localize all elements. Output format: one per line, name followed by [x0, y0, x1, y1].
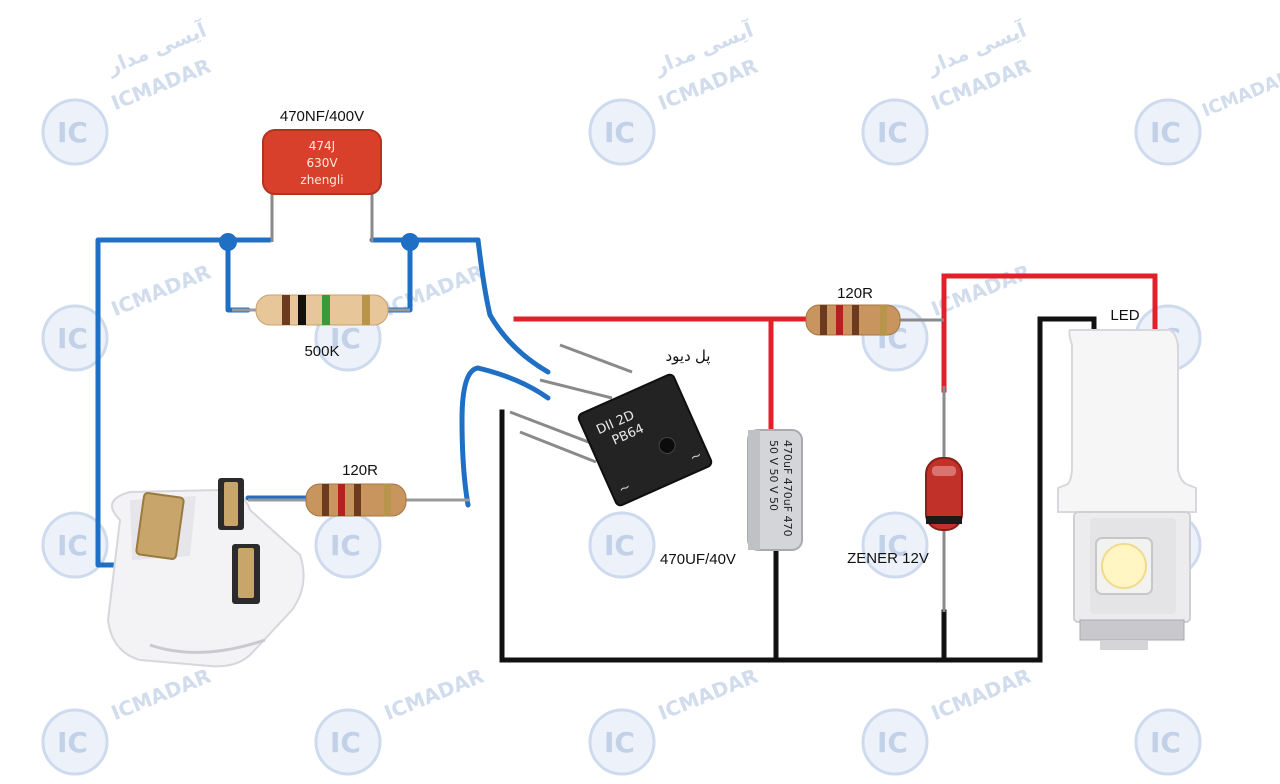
film-cap-marking-1: 474J	[309, 139, 335, 153]
watermark-brand: ICMADAR	[655, 664, 761, 726]
watermark-badge: IC	[604, 726, 635, 759]
resistor-120r-right-label: 120R	[837, 285, 873, 302]
resistor-120r-left	[248, 483, 470, 517]
film-cap-marking-2: 630V	[306, 156, 338, 170]
watermark-badge: IC	[1150, 116, 1181, 149]
electrolytic-marking-1: 50 V 50 V 50	[767, 440, 780, 511]
bridge-label: پل دیود	[666, 348, 711, 366]
resistor-500k	[232, 294, 410, 326]
watermark-brand: ICMADAR	[108, 260, 214, 322]
resistor-120r-right	[805, 304, 901, 336]
watermark-badge: IC	[604, 529, 635, 562]
watermark-badge: IC	[330, 322, 361, 355]
watermark: IC ICMADAR	[861, 664, 1034, 776]
electrolytic-label: 470UF/40V	[660, 551, 736, 568]
film-capacitor-label: 470NF/400V	[280, 108, 364, 125]
watermark: IC ICMADAR	[41, 260, 214, 372]
watermark-badge: IC	[877, 529, 908, 562]
watermark: IC ICMADAR آیسی مدار	[861, 16, 1034, 166]
watermark-badge: IC	[330, 529, 361, 562]
led-label: LED	[1110, 307, 1139, 324]
watermark-badge: IC	[604, 116, 635, 149]
watermark: IC ICMADAR	[41, 664, 214, 776]
junction-dot	[401, 233, 419, 251]
watermark-badge: IC	[57, 116, 88, 149]
electrolytic-marking-2: 470uF 470uF 470	[781, 440, 794, 537]
lead	[519, 430, 597, 464]
electrolytic-capacitor: 50 V 50 V 50 470uF 470uF 470	[747, 429, 803, 551]
wire-blue-to-bridge-1	[475, 237, 551, 375]
zener-diode	[925, 386, 963, 612]
watermark: IC	[1134, 708, 1202, 776]
watermark: IC ICMADAR	[314, 664, 487, 776]
watermark: IC ICMADAR آیسی مدار	[41, 16, 214, 166]
mains-plug	[106, 478, 305, 668]
watermark-badge: IC	[57, 529, 88, 562]
film-cap-marking-3: zhengli	[300, 173, 343, 187]
wire-blue-res500k-left	[225, 237, 251, 313]
zener-label: ZENER 12V	[847, 550, 929, 567]
watermark: IC	[588, 511, 656, 579]
watermark-brand: ICMADAR	[928, 664, 1034, 726]
resistor-120r-left-label: 120R	[342, 462, 378, 479]
resistor-500k-label: 500K	[304, 343, 339, 360]
watermark: IC	[41, 511, 109, 579]
watermark: IC ICMADAR آیسی مدار	[588, 16, 761, 166]
film-capacitor: 474J 630V zhengli	[262, 129, 382, 195]
watermark-badge: IC	[57, 726, 88, 759]
watermark-brand: ICMADAR	[108, 664, 214, 726]
lead	[539, 378, 613, 400]
lead	[559, 343, 633, 374]
watermark: IC	[314, 511, 382, 579]
watermark-brand: ICMADAR	[1199, 67, 1280, 122]
watermark-brand: ICMADAR	[381, 664, 487, 726]
watermark-badge: IC	[877, 726, 908, 759]
junction-dot	[219, 233, 237, 251]
watermark-badge: IC	[57, 322, 88, 355]
watermark: IC ICMADAR	[1134, 67, 1280, 166]
watermark: IC	[861, 511, 929, 579]
bridge-rectifier: DII 2D PB64 ~ ~	[577, 373, 713, 507]
watermark-badge: IC	[877, 116, 908, 149]
wire-blue-to-bridge-2	[459, 365, 551, 508]
led-bulb	[1057, 329, 1197, 650]
watermark-badge: IC	[330, 726, 361, 759]
watermark: IC ICMADAR	[588, 664, 761, 776]
watermark-badge: IC	[1150, 726, 1181, 759]
